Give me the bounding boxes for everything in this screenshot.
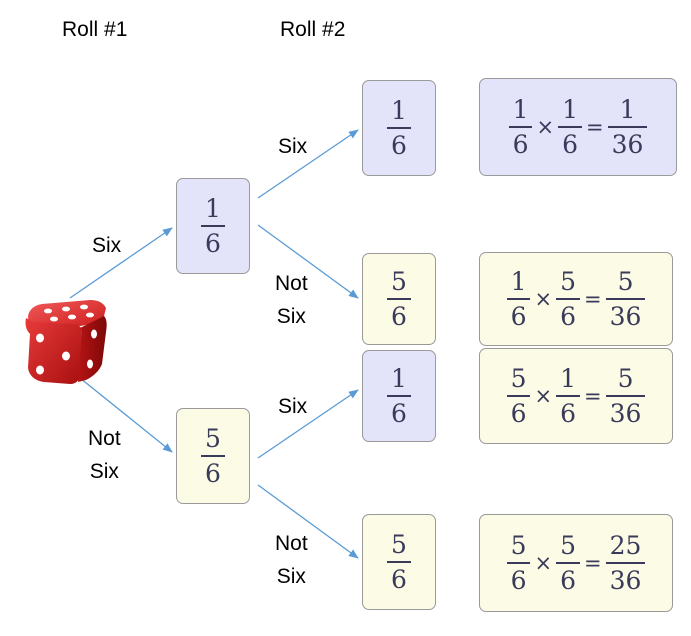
label-die-to-not-six: Not Six: [88, 427, 121, 483]
arrow-die-to-six: [69, 227, 173, 299]
arrow-die-to-not-six: [69, 369, 173, 453]
roll2-heading: Roll #2: [280, 18, 346, 41]
roll1-heading: Roll #1: [62, 18, 128, 41]
arrow-notsix-to-six: [257, 389, 359, 459]
arrow-six-to-not-six: [257, 224, 359, 299]
arrow-notsix-to-not-six: [257, 484, 359, 559]
label-notsix-to-not-six: Not Six: [275, 532, 308, 588]
arrow-six-to-six: [257, 129, 359, 199]
label-six-to-not-six: Not Six: [275, 272, 308, 328]
label-notsix-to-six: Six: [278, 395, 308, 418]
label-six-to-six: Six: [278, 135, 308, 158]
red-die-icon: [25, 300, 107, 384]
label-die-to-six: Six: [92, 234, 122, 257]
